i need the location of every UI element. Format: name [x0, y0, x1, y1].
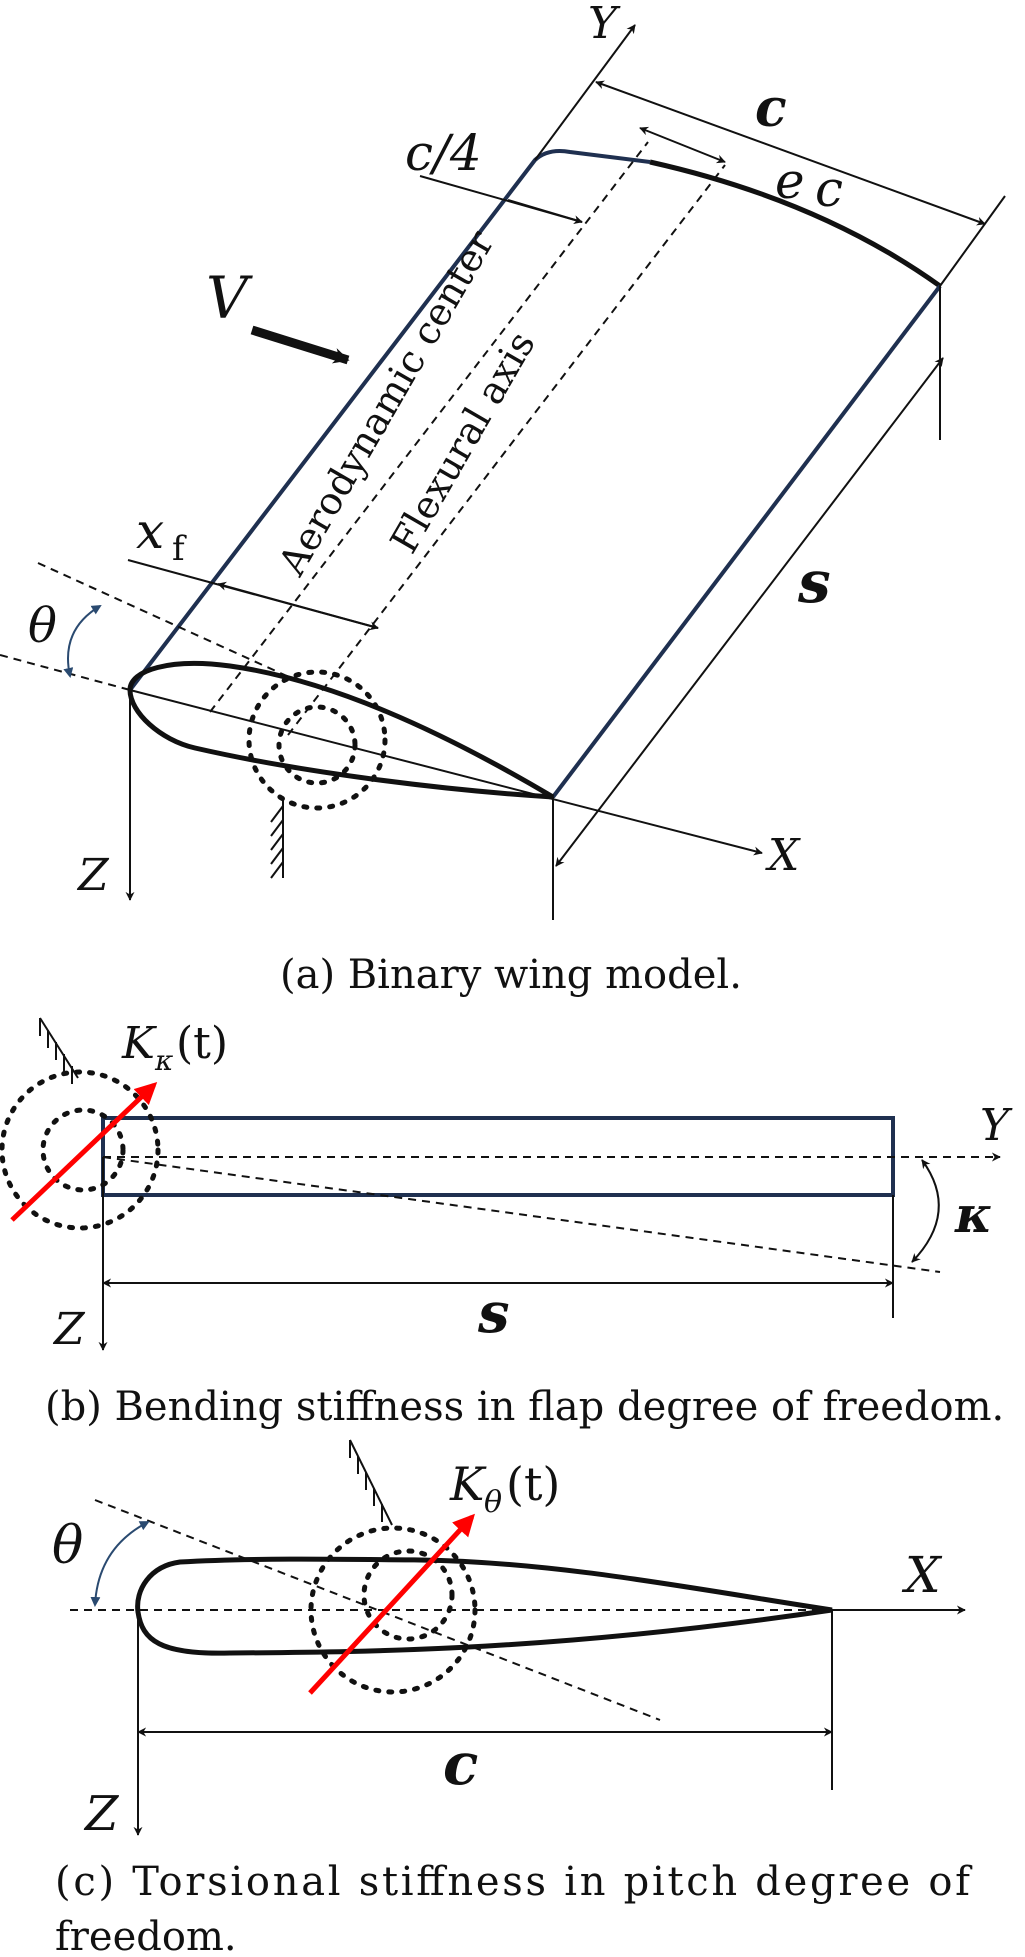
stiffness-subscript-c: θ — [484, 1485, 502, 1520]
stiffness-arrow-b — [10, 1081, 158, 1222]
flap-angle-label: κ — [954, 1185, 992, 1244]
spring-ground-hatch — [270, 800, 284, 879]
span-label: s — [797, 548, 831, 616]
x-axis-line — [129, 689, 763, 856]
pitch-reference-dashed — [37, 562, 301, 683]
xf-dimension-arrow — [217, 581, 379, 631]
spring-outer-circle-b — [0, 1069, 161, 1231]
offset-c-label: c — [815, 160, 843, 218]
z-axis-label-c: Z — [83, 1786, 120, 1842]
spring-inner-circle-c — [361, 1548, 455, 1642]
flap-deflection-dashed — [102, 1156, 941, 1273]
pitch-horizontal-dashed — [0, 654, 131, 691]
stiffness-arrow-c — [308, 1513, 475, 1695]
velocity-label: V — [206, 264, 253, 332]
pitch-angle-arc-c — [90, 1521, 150, 1607]
stiffness-subscript-b: κ — [154, 1044, 173, 1077]
aerodynamic-center-line — [209, 141, 649, 713]
pitch-angle-label: θ — [28, 598, 57, 654]
spring-inner-circle-b — [40, 1107, 126, 1193]
y-axis-label-b: Y — [980, 1100, 1013, 1151]
caption-a: (a) Binary wing model. — [280, 952, 742, 998]
x-axis-label: X — [765, 830, 801, 881]
spring-outer-circle-c — [308, 1525, 478, 1695]
panel-c-torsional-stiffness: X θ Z c K θ (t) (c) Torsional stiffness … — [52, 1439, 973, 1957]
xf-subscript: f — [172, 529, 187, 569]
caption-b: (b) Bending stiffness in flap degree of … — [45, 1384, 1004, 1430]
chord-label: c — [755, 78, 787, 139]
pitch-angle-arc — [63, 604, 102, 678]
stiffness-argument-b: (t) — [176, 1018, 228, 1069]
stiffness-label-b: K — [121, 1018, 157, 1069]
z-axis-label-b: Z — [52, 1304, 86, 1355]
flexural-axis-line — [287, 164, 726, 736]
span-label-b: s — [477, 1280, 510, 1346]
caption-c-line2: freedom. — [55, 1914, 237, 1957]
y-axis-line — [534, 24, 636, 161]
span-dimension-arrow — [555, 357, 944, 867]
velocity-arrow — [250, 325, 350, 365]
quarter-chord-arrow — [507, 199, 583, 225]
panel-a-binary-wing-model: Y X Z c c/4 e c Aerodynamic center Flexu… — [0, 0, 1006, 998]
chord-dimension-arrow — [595, 80, 986, 226]
wing-trailing-edge — [551, 284, 942, 799]
spring-outer-circle — [246, 669, 388, 811]
stiffness-label-c: K — [449, 1457, 487, 1511]
chord-label-c: c — [443, 1730, 478, 1798]
stiffness-argument-c: (t) — [506, 1457, 560, 1511]
flap-angle-arc — [911, 1159, 940, 1263]
caption-c-line1: (c) Torsional stiffness in pitch degree … — [55, 1859, 973, 1905]
xf-label: x — [136, 502, 164, 560]
quarter-chord-label: c/4 — [405, 124, 482, 182]
spring-inner-circle — [276, 704, 358, 786]
offset-e-label: e — [775, 152, 805, 210]
y-axis-label: Y — [588, 0, 621, 49]
x-axis-label-c: X — [901, 1546, 943, 1604]
root-airfoil-section — [127, 661, 555, 800]
pitch-reference-dashed-c — [94, 1499, 661, 1721]
pitch-angle-label-c: θ — [52, 1516, 83, 1576]
airfoil-section-c — [135, 1556, 833, 1656]
spring-ground-hatch-b — [39, 1017, 79, 1084]
tip-chord-extension — [939, 195, 1006, 287]
spring-ground-hatch-c — [349, 1439, 393, 1526]
panel-b-bending-stiffness: Y κ Z s K κ (t) (b) Bending stiffness in… — [0, 1017, 1013, 1430]
z-axis-label: Z — [76, 850, 110, 901]
ec-dimension-arrow — [639, 126, 726, 164]
